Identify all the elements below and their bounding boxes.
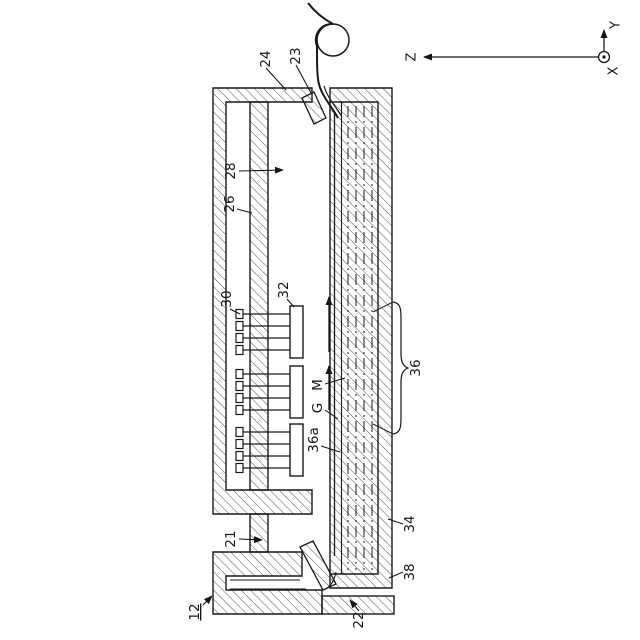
ref-36a: 36a <box>306 427 322 452</box>
ref-23: 23 <box>288 47 304 64</box>
glass-ribbon-exit <box>307 2 339 119</box>
leader-line <box>388 571 404 579</box>
ceiling-slab <box>249 101 269 491</box>
end-wall-connector <box>249 513 269 553</box>
leader-line <box>265 67 287 91</box>
label-24: 24 <box>258 50 287 91</box>
heater-plate <box>289 423 304 477</box>
bath-vessel-wall <box>329 87 393 589</box>
lift-out-roller <box>316 23 350 57</box>
roller-assembly <box>307 2 350 119</box>
heater-cluster <box>235 423 304 477</box>
exit-lip <box>301 91 327 125</box>
brace-leader <box>372 301 394 313</box>
label-28: 28 <box>223 162 284 180</box>
heater-terminal <box>235 438 244 450</box>
label-26: 26 <box>222 195 253 214</box>
label-12: 12 <box>187 595 213 621</box>
leader-line <box>229 308 241 315</box>
label-30: 30 <box>219 290 241 315</box>
glass-pour-curve <box>322 571 337 591</box>
ref-36: 36 <box>408 359 424 376</box>
label-32: 32 <box>276 281 295 308</box>
heater-cluster <box>235 365 304 419</box>
ref-24: 24 <box>258 50 274 67</box>
ref-38: 38 <box>402 563 418 580</box>
glass-ribbon-exit-inner <box>323 85 343 117</box>
ref-34: 34 <box>402 515 418 532</box>
leader-line <box>387 518 404 525</box>
label-23: 23 <box>288 47 312 94</box>
label-G: G <box>310 403 339 420</box>
ref-28: 28 <box>223 162 239 179</box>
inlet-structure <box>212 540 337 615</box>
heater-terminal <box>235 392 244 404</box>
ref-21: 21 <box>223 530 239 547</box>
heater-terminal <box>235 462 244 474</box>
leader-line <box>324 409 339 420</box>
heater-plate <box>289 365 304 419</box>
heater-terminal <box>235 332 244 344</box>
heater-terminal <box>235 450 244 462</box>
label-22: 22 <box>349 599 367 629</box>
heater-terminal <box>235 320 244 332</box>
reference-labels: 24 23 28 26 30 32 M G <box>187 47 424 628</box>
ref-M: M <box>310 379 326 391</box>
heater-terminal <box>235 380 244 392</box>
float-bath <box>321 87 395 615</box>
heater-terminal <box>235 344 244 356</box>
ref-12: 12 <box>187 603 203 620</box>
ref-26: 26 <box>222 195 238 212</box>
spout-lip <box>299 540 337 591</box>
ref-22: 22 <box>351 611 367 628</box>
leader-arrow <box>238 166 284 174</box>
furnace-roof-structure <box>212 87 327 553</box>
leader-line <box>324 377 346 385</box>
ref-30: 30 <box>219 290 235 307</box>
leader-line <box>286 298 295 308</box>
heater-clusters <box>235 305 304 477</box>
label-M: M <box>310 377 346 391</box>
leader-line <box>320 445 341 453</box>
axis-label-x: X <box>607 66 622 75</box>
heater-cluster <box>235 305 304 359</box>
coordinate-axes: Y Z X <box>405 21 624 75</box>
axis-label-z: Z <box>405 52 420 61</box>
leader-line <box>236 208 253 214</box>
leader-arrow <box>349 599 360 612</box>
brace-leader <box>372 423 394 435</box>
x-axis-dot-icon <box>602 55 606 59</box>
bath-bottom-casing <box>321 595 395 615</box>
ref-32: 32 <box>276 281 292 298</box>
curly-brace <box>392 301 410 435</box>
melter-canal-walls <box>212 551 323 615</box>
label-36: 36 <box>408 359 424 376</box>
heater-terminal <box>235 426 244 438</box>
heater-terminal <box>235 404 244 416</box>
label-21: 21 <box>223 530 263 548</box>
brace-36 <box>372 301 410 435</box>
leader-line <box>295 64 312 94</box>
label-38: 38 <box>388 563 418 581</box>
axis-label-y: Y <box>609 21 624 30</box>
heater-terminal <box>235 368 244 380</box>
label-34: 34 <box>387 515 418 533</box>
leader-arrow <box>202 595 213 606</box>
label-36a: 36a <box>306 427 341 453</box>
molten-metal <box>340 102 373 574</box>
leader-arrow <box>238 536 263 544</box>
ref-G: G <box>310 403 326 413</box>
heater-plate <box>289 305 304 359</box>
